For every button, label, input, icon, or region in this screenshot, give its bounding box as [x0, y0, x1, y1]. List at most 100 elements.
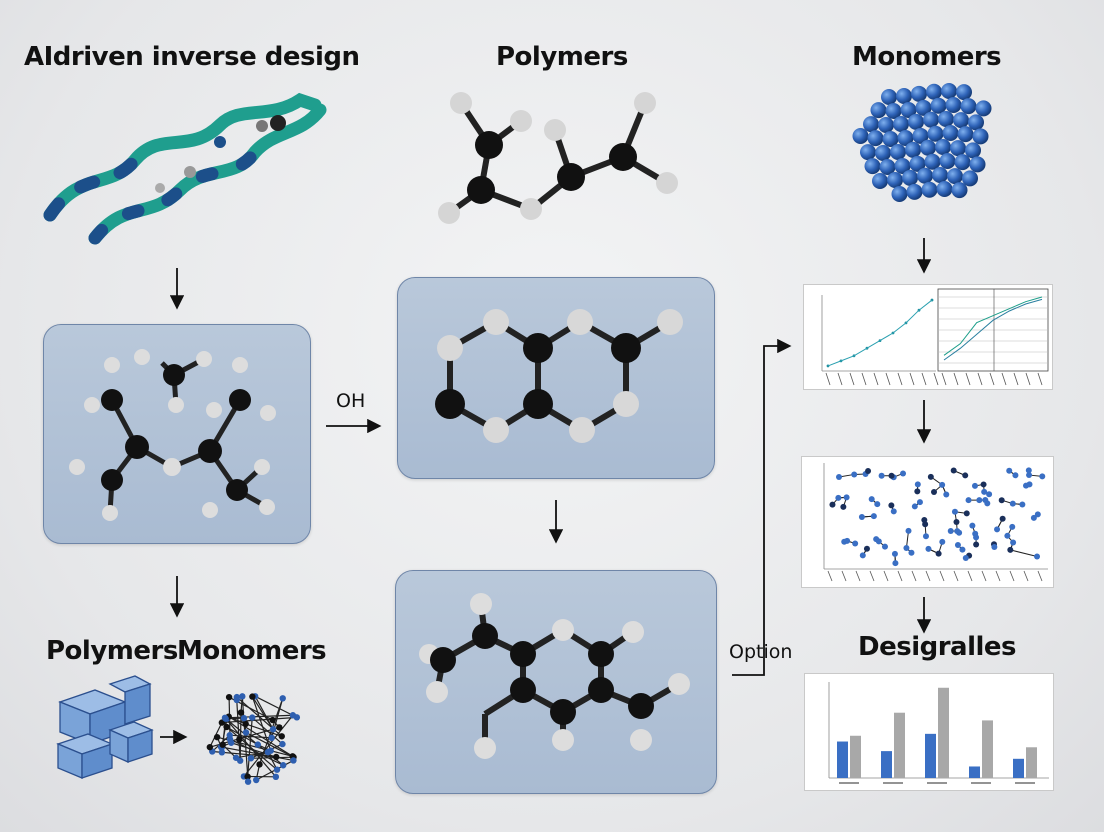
c2-node-48 — [953, 519, 960, 526]
sphere-38 — [965, 142, 981, 159]
c2-node-6 — [1030, 514, 1037, 521]
c2-node-29 — [914, 481, 921, 488]
c1-tick-0 — [825, 372, 831, 386]
net-atom-38 — [289, 712, 297, 719]
c2-node-49 — [1026, 472, 1033, 479]
sphere-47 — [872, 172, 888, 189]
sphere-26 — [912, 127, 929, 144]
sphere-10 — [930, 97, 947, 114]
c2-node-55 — [1034, 553, 1041, 560]
sphere-4 — [941, 83, 957, 100]
c1-series-0 — [943, 298, 1043, 361]
c2-tick-8 — [939, 570, 945, 582]
net-atom-12 — [273, 753, 280, 761]
sphere-30 — [972, 128, 989, 145]
sphere-12 — [960, 98, 977, 115]
c2-node-62 — [982, 497, 989, 504]
c2-node-79 — [844, 537, 851, 544]
c2-node-53 — [981, 488, 988, 495]
net-atom-48 — [206, 743, 214, 751]
c2-node-43 — [1010, 539, 1017, 546]
chart-line-right-top — [803, 284, 1053, 390]
c2-node-74 — [908, 549, 915, 556]
c2-node-75 — [1004, 532, 1011, 539]
sphere-11 — [945, 97, 962, 114]
c2-node-35 — [925, 545, 932, 552]
sphere-0 — [881, 88, 897, 105]
c2-node-25 — [986, 491, 993, 498]
net-atom-23 — [226, 736, 234, 743]
sphere-32 — [875, 144, 891, 161]
c2-tick-0 — [827, 570, 833, 582]
c2-node-83 — [939, 538, 946, 545]
c2-node-52 — [888, 502, 895, 509]
sphere-53 — [962, 170, 978, 187]
c2-node-9 — [881, 543, 888, 550]
chart-2-svg — [823, 463, 1048, 582]
atoms — [438, 92, 678, 224]
sphere-45 — [954, 154, 971, 171]
c1-rtick-5 — [1001, 372, 1007, 386]
c2-node-81 — [851, 471, 858, 478]
c2-tick-9 — [953, 570, 959, 582]
sphere-56 — [921, 181, 938, 198]
monomer-sphere-cluster — [852, 83, 992, 203]
net-atom-33 — [219, 741, 226, 748]
c2-node-44 — [962, 472, 969, 479]
c2-tick-13 — [1009, 570, 1015, 582]
c3-bar-s1-4 — [1026, 747, 1037, 778]
sphere-31 — [860, 144, 876, 161]
title-polymers-top: Polymers — [496, 42, 628, 72]
sphere-3 — [926, 83, 942, 100]
c2-node-45 — [1009, 523, 1016, 530]
molecule-top-center — [438, 92, 678, 224]
c1-rtick-3 — [977, 372, 983, 386]
net-bond-5 — [243, 714, 294, 777]
net-atom-10 — [254, 741, 262, 748]
net-atom-28 — [279, 740, 286, 748]
net-atom-19 — [273, 766, 281, 773]
title-monomers-top: Monomers — [852, 42, 1002, 72]
c1-rtick-0 — [941, 372, 947, 386]
c2-node-41 — [951, 508, 958, 515]
sphere-8 — [900, 102, 917, 119]
c2-node-37 — [843, 494, 850, 501]
sphere-55 — [906, 183, 923, 200]
c1-rtick-6 — [1013, 372, 1019, 386]
c2-node-12 — [921, 517, 928, 524]
c2-node-27 — [874, 501, 881, 508]
c1-rtick-1 — [953, 372, 959, 386]
net-bond-39 — [251, 696, 272, 751]
net-atom-18 — [223, 723, 230, 731]
net-atom-53 — [239, 693, 246, 700]
net-atom-42 — [256, 761, 263, 768]
c2-node-26 — [870, 513, 877, 520]
c2-tick-4 — [883, 570, 889, 582]
c1-rtick-7 — [1025, 372, 1031, 386]
molecule-ring-panel — [435, 309, 683, 443]
sphere-25 — [897, 130, 914, 147]
net-atom-45 — [278, 733, 285, 740]
c2-node-28 — [935, 550, 942, 557]
c1-series-1 — [943, 296, 1043, 356]
sphere-19 — [938, 111, 954, 128]
c2-node-23 — [991, 543, 998, 550]
c3-bar-s0-4 — [1013, 758, 1024, 778]
c2-node-64 — [888, 472, 895, 479]
c2-node-76 — [999, 515, 1006, 522]
c1-tick-8 — [921, 372, 927, 386]
net-atom-52 — [268, 734, 275, 742]
net-atom-6 — [242, 720, 249, 728]
c2-node-3 — [868, 496, 875, 503]
sphere-29 — [957, 126, 974, 143]
c2-node-60 — [829, 501, 836, 508]
c2-node-18 — [994, 526, 1001, 533]
chart-bar-right-bottom — [804, 673, 1054, 791]
c2-node-7 — [890, 508, 897, 515]
net-atom-0 — [213, 733, 221, 741]
c1-tick-2 — [849, 372, 855, 386]
c2-node-38 — [1034, 511, 1041, 518]
sphere-27 — [927, 125, 944, 142]
sphere-50 — [917, 167, 933, 184]
sphere-28 — [942, 125, 959, 142]
